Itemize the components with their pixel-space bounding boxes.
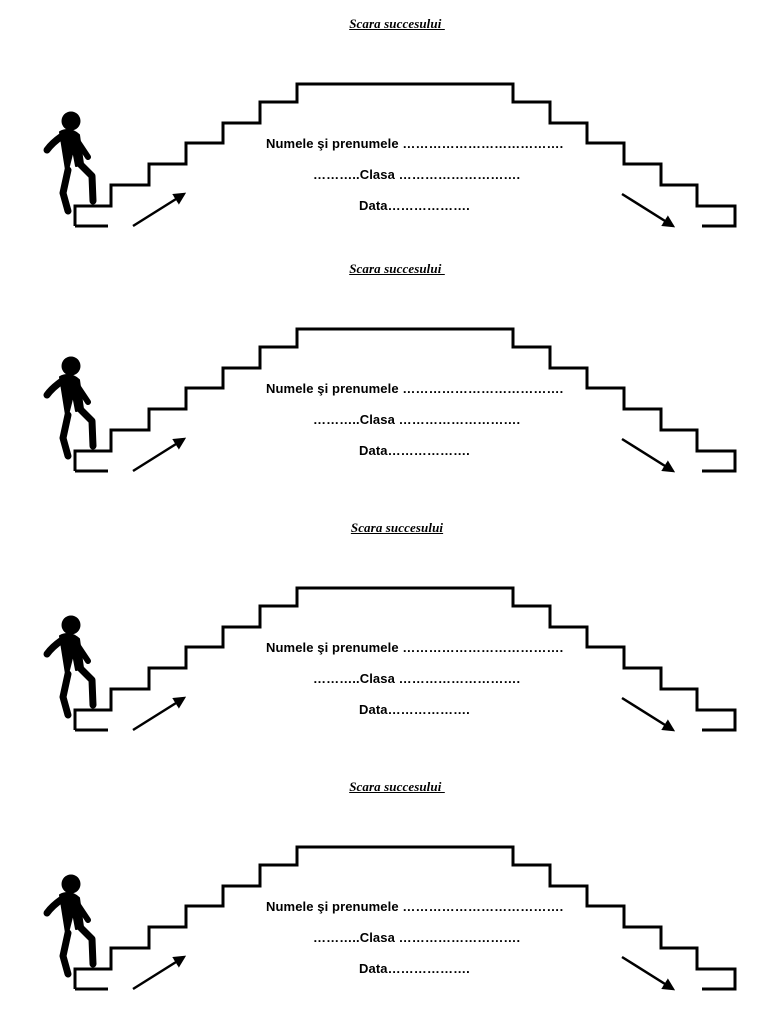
class-field: ………..Clasa ………………………. — [313, 671, 521, 686]
staircase-card-2: Scara succesului Numele şi prenumele ………… — [0, 245, 768, 490]
date-field: Data………………. — [359, 961, 470, 976]
card-title: Scara succesului — [349, 261, 445, 276]
card-title: Scara succesului — [349, 779, 445, 794]
staircase-card-1: Scara succesului Numele şi prenumele ………… — [0, 0, 768, 245]
name-field: Numele şi prenumele ………………………………. — [266, 899, 564, 914]
class-field: ………..Clasa ………………………. — [313, 930, 521, 945]
card-title: Scara succesului — [349, 16, 445, 31]
date-field: Data………………. — [359, 443, 470, 458]
class-field: ………..Clasa ………………………. — [313, 167, 521, 182]
date-field: Data………………. — [359, 198, 470, 213]
staircase-card-4: Scara succesului Numele şi prenumele ………… — [0, 763, 768, 1008]
name-field: Numele şi prenumele ………………………………. — [266, 136, 564, 151]
staircase-card-3: Scara succesului Numele şi prenumele ………… — [0, 504, 768, 749]
name-field: Numele şi prenumele ………………………………. — [266, 640, 564, 655]
class-field: ………..Clasa ………………………. — [313, 412, 521, 427]
date-field: Data………………. — [359, 702, 470, 717]
card-title: Scara succesului — [350, 520, 444, 535]
name-field: Numele şi prenumele ………………………………. — [266, 381, 564, 396]
